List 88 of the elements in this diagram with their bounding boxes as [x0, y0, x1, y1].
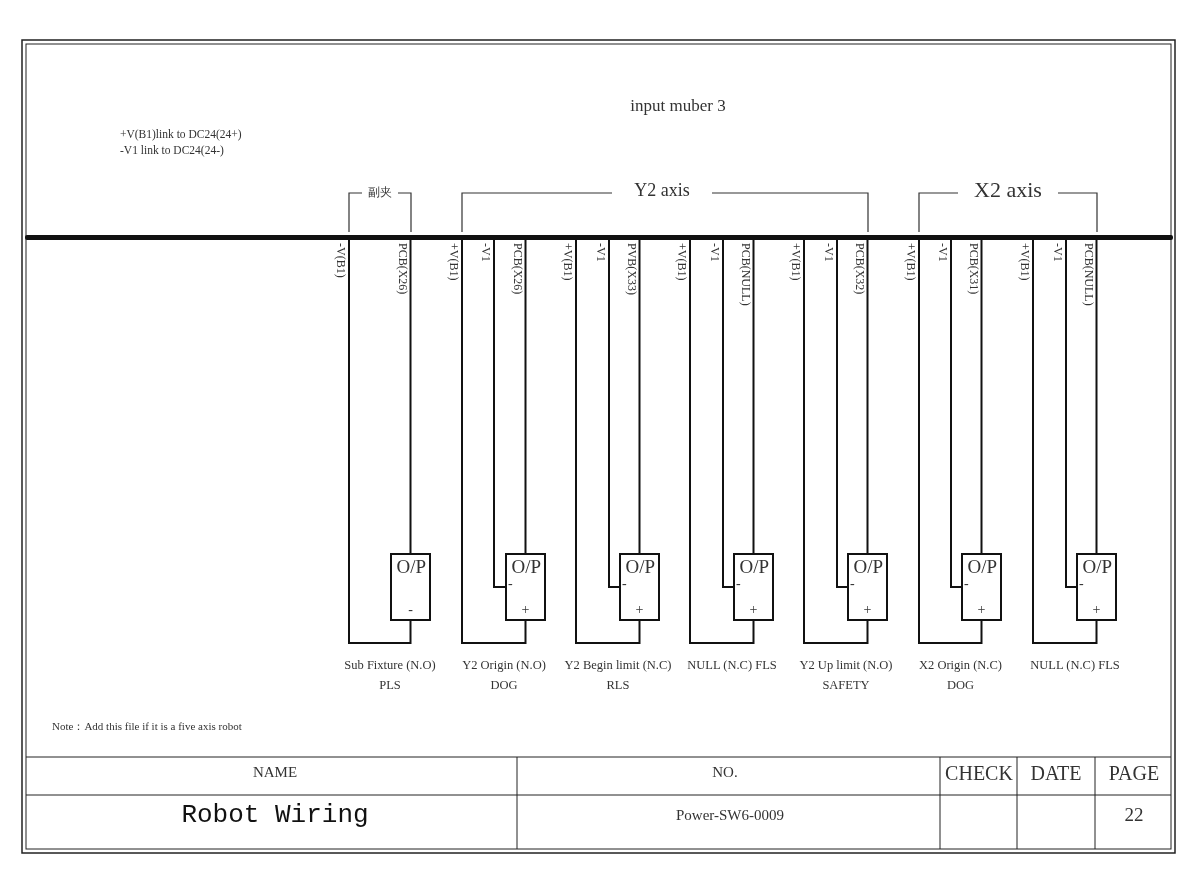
terminal-sign: - — [850, 577, 855, 591]
wire — [752, 239, 755, 554]
drawing-number: Power-SW6-0009 — [675, 807, 785, 824]
sheet-title: input muber 3 — [629, 96, 727, 116]
wire — [461, 239, 527, 644]
wire-label: +V(B1) — [789, 243, 802, 281]
wire-label: +V(B1) — [447, 243, 460, 281]
wire-label: +V(B1) — [561, 243, 574, 281]
wire — [608, 239, 620, 588]
wire-label: PCB(X26) — [395, 243, 409, 295]
wire — [689, 239, 755, 644]
output-label: O/P — [511, 557, 541, 576]
bus-bar — [25, 235, 1173, 240]
sensor-caption: NULL (N.C) FLS — [1029, 657, 1121, 674]
terminal-sign: - — [1079, 577, 1084, 591]
wire — [722, 239, 734, 588]
terminal-sign: + — [634, 603, 645, 617]
wire-label: -V1 — [708, 243, 721, 262]
wire-label: -V1 — [594, 243, 607, 262]
group-label: 副夹 — [362, 184, 398, 201]
terminal-sign: - — [736, 577, 741, 591]
terminal-sign: - — [964, 577, 969, 591]
wire-label: -V1 — [479, 243, 492, 262]
wire-label: +V(B1) — [904, 243, 917, 281]
sensor-caption: Y2 Up limit (N.O) SAFETY — [798, 657, 894, 694]
sensor-caption: Sub Fixture (N.O) PLS — [343, 657, 437, 694]
sensor-caption: Y2 Begin limit (N.C) RLS — [563, 657, 673, 694]
table-header: NAME — [251, 764, 299, 781]
wire-label: PCB(NULL) — [738, 243, 752, 306]
sensor-box — [847, 553, 888, 621]
sensor-box — [961, 553, 1002, 621]
sensor-box — [619, 553, 660, 621]
terminal-sign: + — [748, 603, 759, 617]
output-label: O/P — [853, 557, 883, 576]
sensor-caption: NULL (N.C) FLS — [686, 657, 778, 674]
wire-label: -V1 — [1051, 243, 1064, 262]
terminal-sign: - — [622, 577, 627, 591]
table-header: DATE — [1029, 762, 1083, 785]
wire-label: PCB(X26) — [510, 243, 524, 295]
table-header: NO. — [711, 764, 739, 781]
note-text: +V(B1)link to DC24(24+) — [120, 128, 242, 140]
wire — [493, 239, 506, 588]
wire — [524, 239, 527, 554]
wire — [1095, 239, 1098, 554]
wire-label: PVB(X33) — [624, 243, 638, 295]
wire-label: -V1 — [822, 243, 835, 262]
wire — [1065, 239, 1077, 588]
drawing-title: Robot Wiring — [180, 800, 370, 830]
wire — [348, 239, 412, 644]
wire — [866, 239, 869, 554]
sensor-caption: X2 Origin (N.C) DOG — [918, 657, 1003, 694]
wire — [836, 239, 848, 588]
terminal-sign: - — [407, 603, 414, 617]
sensor-box — [505, 553, 546, 621]
page-number: 22 — [1123, 804, 1145, 826]
wire-label: +V(B1) — [675, 243, 688, 281]
terminal-sign: - — [508, 577, 513, 591]
sensor-caption: Y2 Origin (N.O) DOG — [461, 657, 547, 694]
note-text: Note：Add this file if it is a five axis robot — [52, 719, 242, 734]
wire-label: PCB(NULL) — [1081, 243, 1095, 306]
wire-label: +V(B1) — [1018, 243, 1031, 281]
wire-label: PCB(X31) — [966, 243, 980, 295]
wire — [575, 239, 641, 644]
wire — [950, 239, 962, 588]
wire — [980, 239, 983, 554]
wire-label: PCB(X32) — [852, 243, 866, 295]
sensor-box — [1076, 553, 1117, 621]
wire — [918, 239, 983, 644]
output-label: O/P — [1082, 557, 1112, 576]
output-label: O/P — [396, 557, 426, 576]
output-label: O/P — [967, 557, 997, 576]
note-text: -V1 link to DC24(24-) — [120, 144, 224, 156]
sensor-box — [390, 553, 431, 621]
output-label: O/P — [739, 557, 769, 576]
table-header: PAGE — [1107, 762, 1161, 785]
wire — [638, 239, 641, 554]
terminal-sign: + — [862, 603, 873, 617]
wire-label: -V(B1) — [334, 243, 347, 278]
terminal-sign: + — [976, 603, 987, 617]
wire-label: -V1 — [936, 243, 949, 262]
table-header: CHECK — [944, 762, 1014, 785]
wire — [803, 239, 869, 644]
wire — [409, 239, 412, 554]
wire — [1032, 239, 1098, 644]
terminal-sign: + — [520, 603, 531, 617]
sensor-box — [733, 553, 774, 621]
output-label: O/P — [625, 557, 655, 576]
terminal-sign: + — [1091, 603, 1102, 617]
